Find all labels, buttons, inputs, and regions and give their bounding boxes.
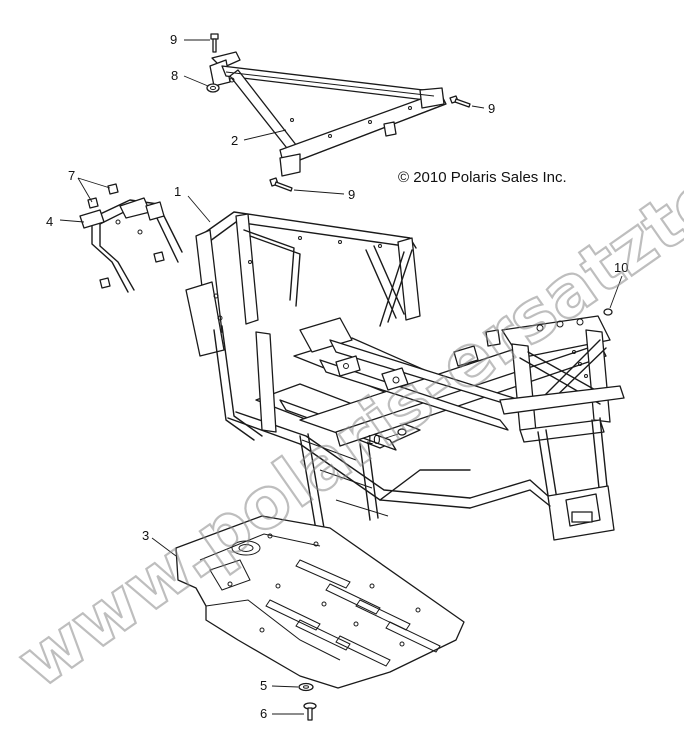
callout-9-right: 9 (488, 101, 495, 116)
callout-9-top: 9 (170, 32, 177, 47)
part-1-main-frame (185, 211, 625, 541)
part-10-nut-right (603, 308, 613, 316)
callout-1: 1 (174, 184, 181, 199)
callout-7: 7 (68, 168, 75, 183)
part-2-cross-brace (209, 51, 447, 177)
part-6-bolt (303, 702, 317, 721)
part-3-skid-plate (175, 515, 465, 689)
leader-lines (59, 39, 623, 715)
part-7-screws (87, 183, 165, 289)
callout-9-middle: 9 (348, 187, 355, 202)
callout-4: 4 (46, 214, 53, 229)
callout-8: 8 (171, 68, 178, 83)
part-4-hoop-bracket (79, 197, 183, 293)
part-8-nut (206, 83, 220, 93)
callout-10-right: 10 (614, 260, 628, 275)
callout-6: 6 (260, 706, 267, 721)
callout-5: 5 (260, 678, 267, 693)
callout-3: 3 (142, 528, 149, 543)
part-5-washer (298, 682, 314, 692)
part-9-bolt-right (449, 95, 471, 108)
copyright-notice: © 2010 Polaris Sales Inc. (398, 169, 567, 186)
callout-10-center: 10 (366, 432, 380, 447)
part-9-bolt-middle (269, 177, 293, 192)
callout-2: 2 (231, 133, 238, 148)
part-10-nut-center (397, 428, 407, 436)
part-9-bolt-top (210, 33, 219, 53)
